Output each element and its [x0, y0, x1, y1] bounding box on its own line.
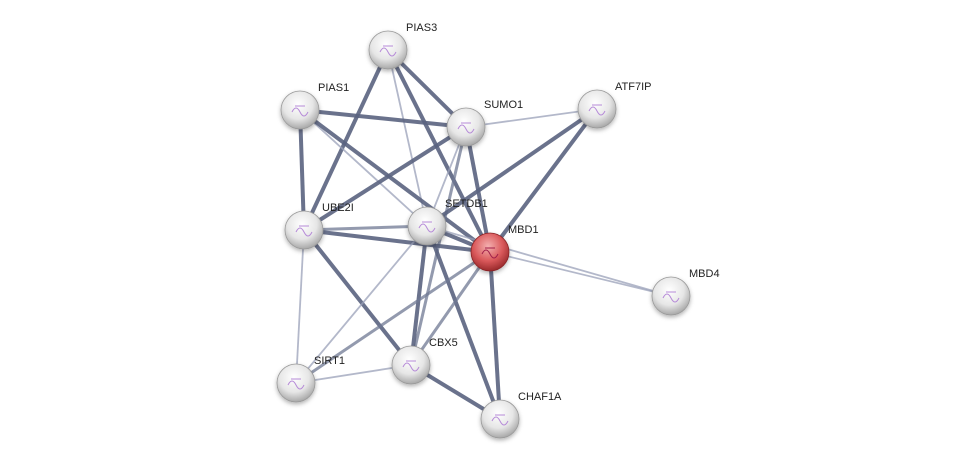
edge-mbd1-mbd4[interactable] [489, 251, 672, 297]
edge-sumo1-atf7ip[interactable] [465, 108, 598, 128]
node-label: SETDB1 [445, 198, 488, 210]
edge-pias3-mbd1[interactable] [386, 49, 492, 253]
node-label: CHAF1A [518, 391, 562, 403]
node-sphere[interactable] [284, 210, 324, 250]
edge-pias3-ube2i[interactable] [302, 49, 390, 231]
edge-sumo1-ube2i[interactable] [302, 125, 468, 232]
node-sphere[interactable] [577, 89, 617, 129]
node-label: CBX5 [429, 337, 458, 349]
protein-structure-icon [295, 225, 313, 237]
edge-pias3-setdb1[interactable] [387, 49, 428, 227]
node-label: PIAS1 [318, 82, 349, 94]
node-label: SIRT1 [314, 355, 345, 367]
edge-setdb1-chaf1a[interactable] [425, 225, 502, 420]
node-sphere[interactable] [407, 206, 447, 246]
edge-setdb1-sirt1[interactable] [295, 225, 428, 384]
edge-pias1-setdb1[interactable] [299, 109, 428, 227]
node-label: MBD1 [508, 224, 539, 236]
node-mbd4[interactable]: MBD4 [651, 268, 720, 316]
node-ube2i[interactable]: UBE2I [284, 202, 354, 250]
node-label: MBD4 [689, 268, 720, 280]
node-setdb1[interactable]: SETDB1 [407, 198, 488, 246]
edge-pias1-sumo1[interactable] [299, 108, 467, 129]
node-label: PIAS3 [406, 22, 437, 34]
protein-structure-icon [287, 378, 305, 390]
protein-structure-icon [481, 247, 499, 259]
edge-setdb1-cbx5[interactable] [409, 225, 429, 366]
edge-atf7ip-setdb1[interactable] [425, 107, 599, 228]
node-pias1[interactable]: PIAS1 [280, 82, 349, 130]
edge-ube2i-cbx5[interactable] [302, 228, 413, 367]
protein-structure-icon [588, 104, 606, 116]
protein-structure-icon [291, 105, 309, 117]
node-sumo1[interactable]: SUMO1 [446, 99, 523, 147]
edge-pias1-ube2i[interactable] [298, 109, 306, 231]
node-label: UBE2I [322, 202, 354, 214]
node-label: SUMO1 [484, 99, 523, 111]
protein-structure-icon [418, 221, 436, 233]
edge-atf7ip-mbd1[interactable] [488, 107, 599, 254]
node-atf7ip[interactable]: ATF7IP [577, 81, 651, 129]
edge-ube2i-setdb1[interactable] [303, 224, 428, 232]
node-sphere[interactable] [480, 399, 520, 439]
protein-structure-icon [457, 122, 475, 134]
node-sphere[interactable] [446, 107, 486, 147]
edge-cbx5-sirt1[interactable] [295, 364, 412, 384]
protein-structure-icon [491, 414, 509, 426]
edge-setdb1-mbd4[interactable] [426, 225, 672, 297]
protein-structure-icon [402, 360, 420, 372]
protein-structure-icon [662, 291, 680, 303]
edge-mbd1-chaf1a[interactable] [488, 251, 502, 420]
edge-ube2i-sirt1[interactable] [295, 229, 305, 384]
node-chaf1a[interactable]: CHAF1A [480, 391, 562, 439]
node-sphere[interactable] [280, 90, 320, 130]
node-cbx5[interactable]: CBX5 [391, 337, 458, 385]
node-sirt1[interactable]: SIRT1 [276, 355, 345, 403]
node-label: ATF7IP [615, 81, 651, 93]
node-sphere[interactable] [391, 345, 431, 385]
node-sphere[interactable] [470, 232, 510, 272]
node-sphere[interactable] [368, 30, 408, 70]
edge-mbd1-sirt1[interactable] [295, 250, 491, 385]
protein-structure-icon [379, 45, 397, 57]
node-pias3[interactable]: PIAS3 [368, 22, 437, 70]
node-sphere[interactable] [651, 276, 691, 316]
edge-pias1-mbd1[interactable] [298, 108, 492, 254]
edge-ube2i-mbd1[interactable] [303, 228, 491, 254]
node-sphere[interactable] [276, 363, 316, 403]
node-mbd1[interactable]: MBD1 [470, 224, 539, 272]
edge-mbd1-cbx5[interactable] [409, 251, 492, 366]
